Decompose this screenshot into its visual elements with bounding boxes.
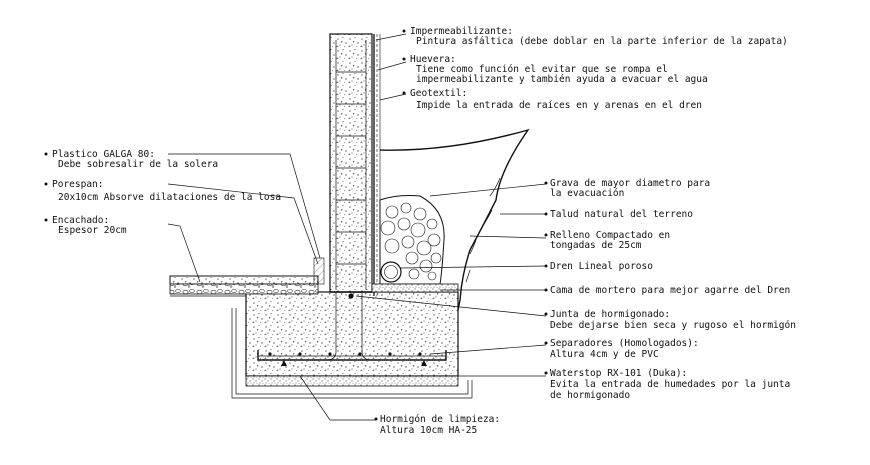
huevera-title: Huevera: [410, 54, 456, 65]
footing-concrete [245, 291, 459, 377]
encachado-title: Encachado: [52, 215, 109, 226]
grava-line-1: Grava de mayor diametro para [550, 178, 710, 189]
plastico-title: Plastico GALGA 80: [52, 149, 155, 160]
construction-joint [330, 291, 372, 299]
waterstop-title: Waterstop RX-101 (Duka): [550, 368, 687, 379]
label-waterstop: Waterstop RX-101 (Duka): Evita la entrad… [550, 368, 790, 401]
label-geotextil: Geotextil: Impide la entrada de raíces e… [410, 88, 702, 111]
porespan-desc: 20x10cm Absorve dilataciones de la losa [58, 192, 281, 203]
slab [169, 257, 325, 297]
geotextil-desc: Impide la entrada de raíces en y arenas … [416, 100, 702, 111]
label-huevera: Huevera: Tiene como función el evitar qu… [410, 54, 708, 85]
waterstop-desc-2: de hormigonado [550, 390, 630, 401]
plastico-desc: Debe sobresalir de la solera [58, 159, 218, 170]
cleanliness-concrete-layer [245, 375, 459, 387]
natural-ground [379, 128, 530, 311]
junta-desc: Debe dejarse bien seca y rugoso el hormi… [550, 320, 796, 331]
geotextil-title: Geotextil: [410, 88, 467, 99]
waterstop-desc-1: Evita la entrada de humedades por la jun… [550, 379, 790, 390]
label-plastico: Plastico GALGA 80: Debe sobresalir de la… [52, 149, 218, 170]
limpieza-title: Hormigón de limpieza: [380, 414, 500, 425]
separadores-title: Separadores (Homologados): [550, 338, 699, 349]
impermeabilizante-desc: Pintura asfáltica (debe doblar en la par… [416, 36, 788, 47]
junta-title: Junta de hormigonado: [550, 309, 670, 320]
label-junta: Junta de hormigonado: Debe dejarse bien … [550, 309, 796, 331]
label-talud: Talud natural del terreno [550, 209, 693, 220]
gravel-pack [371, 195, 459, 293]
separadores-desc: Altura 4cm y de PVC [550, 349, 659, 360]
spacers [281, 360, 427, 366]
label-encachado: Encachado: Espesor 20cm [52, 215, 127, 236]
footing-reinforcement [257, 290, 447, 361]
label-grava: Grava de mayor diametro para la evacuaci… [550, 178, 710, 199]
wall [329, 33, 381, 296]
label-porespan: Porespan: 20x10cm Absorve dilataciones d… [52, 179, 281, 203]
limpieza-desc: Altura 10cm HA-25 [380, 425, 477, 436]
label-cama: Cama de mortero para mejor agarre del Dr… [550, 285, 790, 296]
bullet-markers [44, 29, 548, 421]
excavation-outline [231, 308, 473, 399]
label-impermeabilizante: Impermeabilizante: Pintura asfáltica (de… [410, 26, 788, 47]
label-dren: Dren Lineal poroso [550, 261, 653, 272]
huevera-desc-1: Tiene como función el evitar que se romp… [416, 64, 668, 75]
porespan-title: Porespan: [52, 179, 103, 190]
huevera-desc-2: impermeabilizante y también ayuda a evac… [416, 74, 708, 85]
grava-line-2: la evacuación [550, 188, 624, 199]
leader-lines [167, 33, 547, 421]
label-relleno: Relleno Compactado en tongadas de 25cm [550, 230, 670, 251]
label-separadores: Separadores (Homologados): Altura 4cm y … [550, 338, 699, 360]
encachado-desc: Espesor 20cm [58, 225, 127, 236]
relleno-line-2: tongadas de 25cm [550, 240, 642, 251]
label-limpieza: Hormigón de limpieza: Altura 10cm HA-25 [380, 414, 500, 436]
relleno-line-1: Relleno Compactado en [550, 230, 670, 241]
impermeabilizante-title: Impermeabilizante: [410, 26, 513, 37]
